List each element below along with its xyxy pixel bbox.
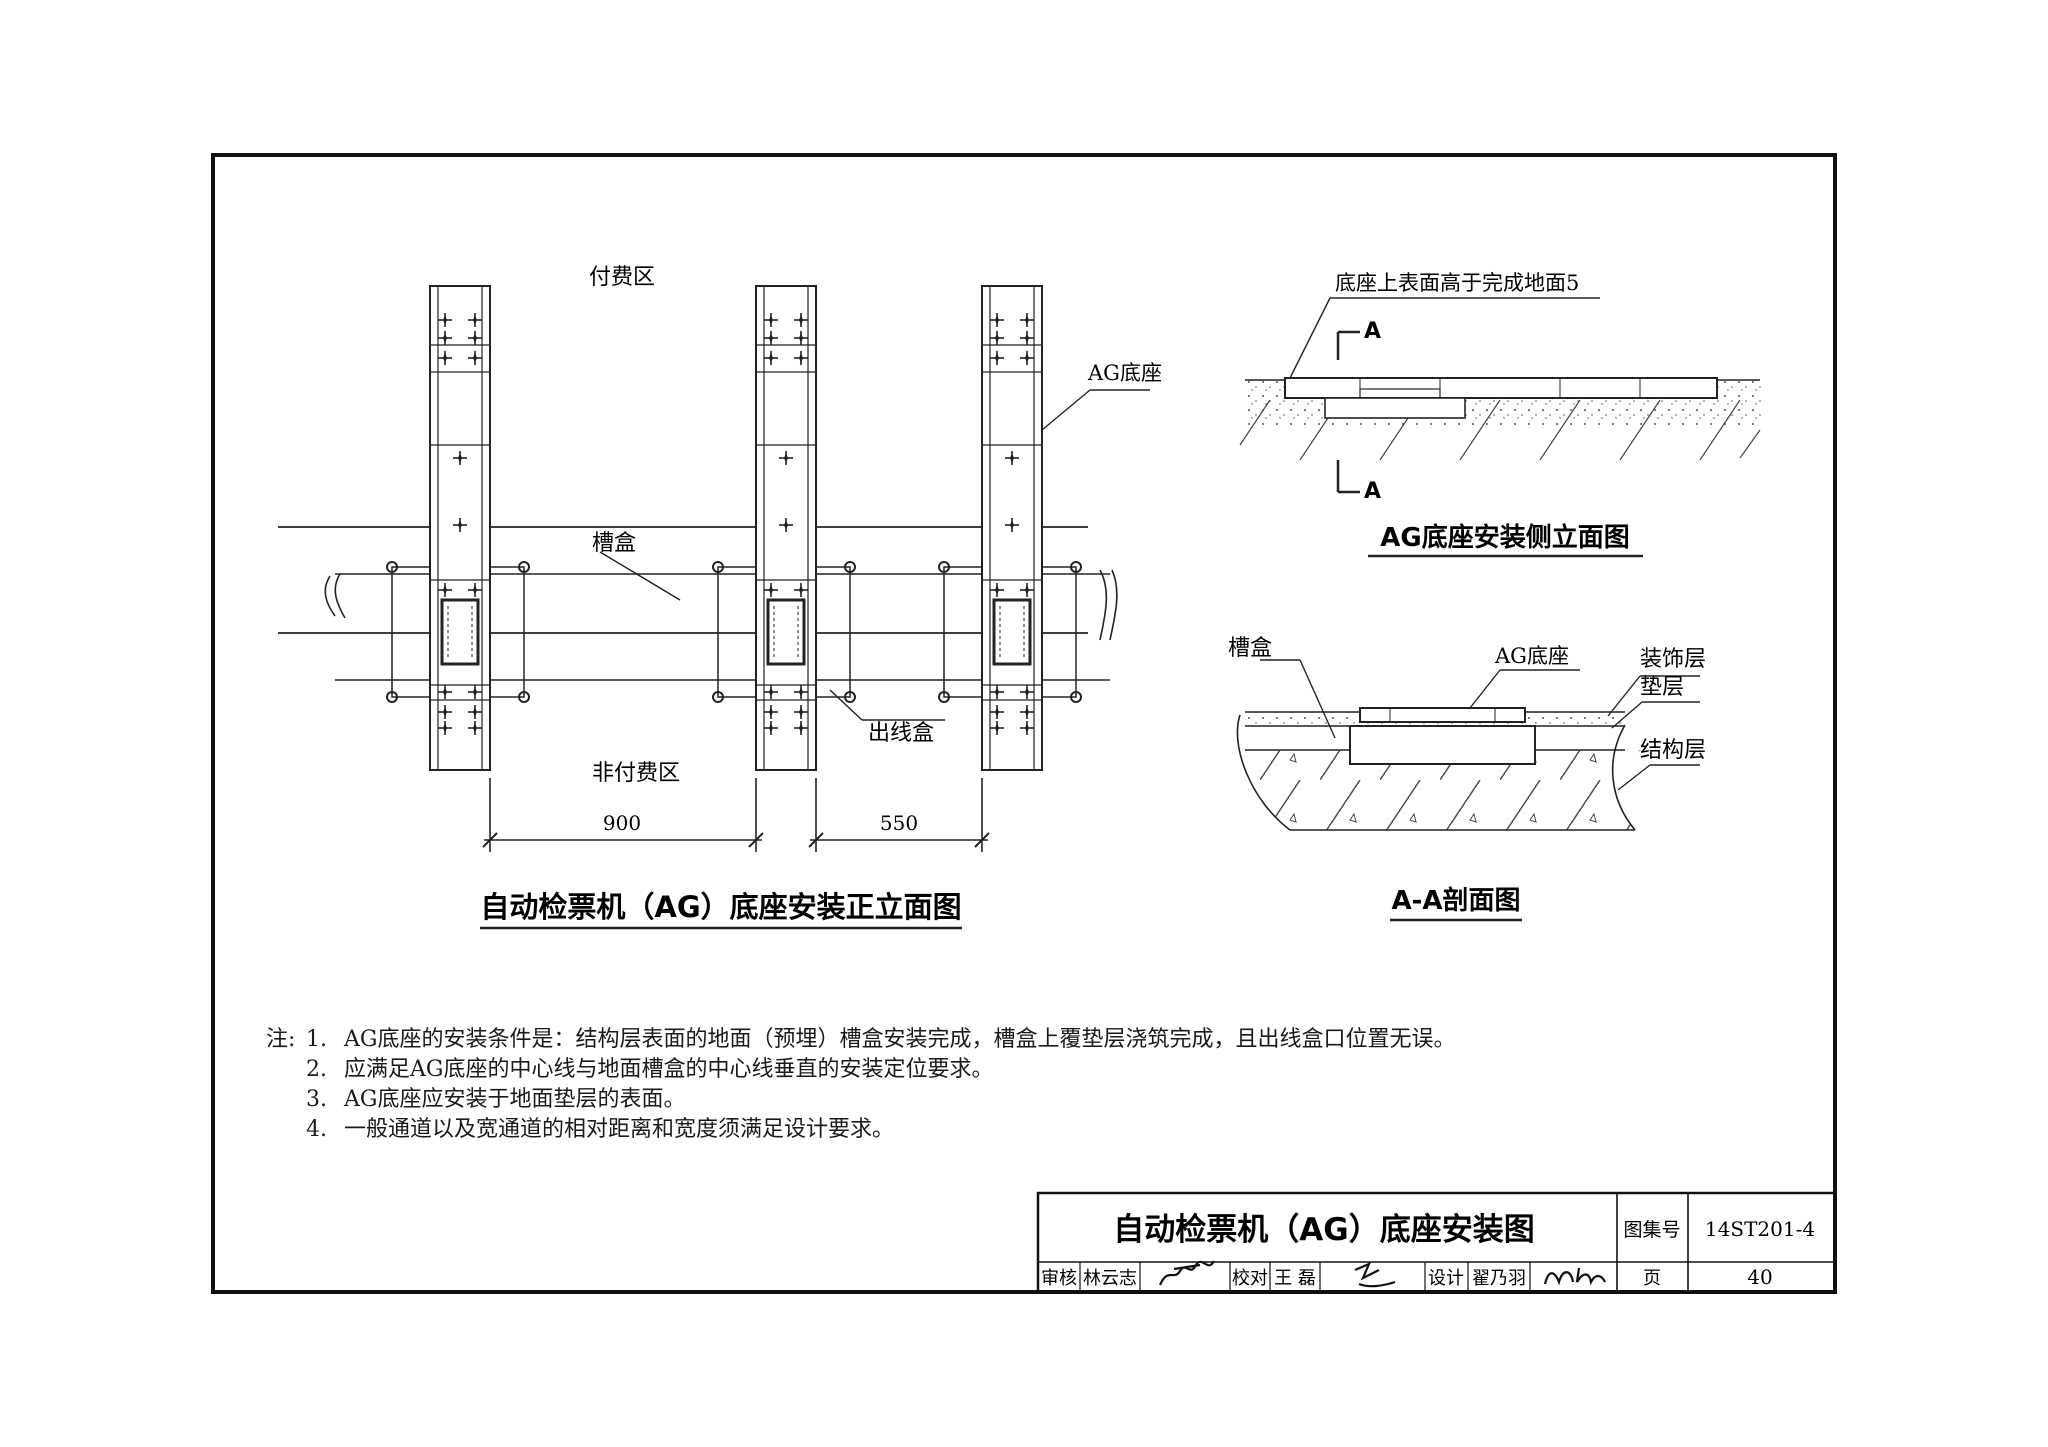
outlet-box-label: 出线盒 [868, 721, 934, 746]
section-trough-label: 槽盒 [1228, 636, 1272, 661]
note-number: 2. [306, 1057, 327, 1082]
dimension-900: 900 [603, 811, 641, 835]
dimension-550: 550 [880, 811, 918, 835]
title-block [1036, 1191, 1837, 1294]
side-elevation: 底座上表面高于完成地面5 A A AG底座安装侧立面图 [1239, 271, 1765, 558]
atlas-number: 14ST201-4 [1705, 1217, 1815, 1241]
note-number: 3. [306, 1087, 327, 1112]
note-item-4: 4. 一般通道以及宽通道的相对距离和宽度须满足设计要求。 [266, 1115, 1455, 1145]
note-text: AG底座应安装于地面垫层的表面。 [344, 1087, 686, 1112]
side-view-note: 底座上表面高于完成地面5 [1335, 271, 1579, 295]
trough-label: 槽盒 [592, 531, 636, 556]
ag-base-label: AG底座 [1087, 361, 1162, 385]
note-item-3: 3. AG底座应安装于地面垫层的表面。 [266, 1085, 1455, 1115]
check-label: 校对 [1232, 1268, 1268, 1289]
checker-signature [1354, 1261, 1396, 1288]
page-label: 页 [1643, 1268, 1661, 1289]
atlas-label: 图集号 [1623, 1219, 1680, 1241]
front-elevation: 付费区 非付费区 AG底座 槽盒 出线盒 900 550 自动检票机（AG）底座… [278, 265, 1162, 930]
review-label: 审核 [1041, 1268, 1077, 1289]
note-text: AG底座的安装条件是：结构层表面的地面（预埋）槽盒安装完成，槽盒上覆垫层浇筑完成… [344, 1027, 1456, 1052]
section-view-title: A-A剖面图 [1391, 885, 1520, 916]
zone-unpaid-label: 非付费区 [592, 761, 680, 786]
zone-paid-label: 付费区 [589, 265, 655, 290]
note-text: 一般通道以及宽通道的相对距离和宽度须满足设计要求。 [344, 1117, 895, 1142]
section-a-a: 槽盒 AG底座 装饰层 垫层 结构层 A-A剖面图 [1228, 636, 1706, 922]
drawing-title: 自动检票机（AG）底座安装图 [1113, 1212, 1534, 1248]
note-text: 应满足AG底座的中心线与地面槽盒的中心线垂直的安装定位要求。 [344, 1057, 994, 1082]
checker-name: 王 磊 [1274, 1268, 1316, 1289]
notes-prefix: 注: [266, 1027, 296, 1052]
finish-layer-label: 装饰层 [1640, 647, 1706, 672]
front-view-title: 自动检票机（AG）底座安装正立面图 [480, 890, 961, 924]
section-ag-base-label: AG底座 [1494, 644, 1569, 668]
reviewer-name: 林云志 [1083, 1268, 1137, 1289]
sheet-frame [211, 153, 1837, 1294]
notes-block: 注: 1. AG底座的安装条件是：结构层表面的地面（预埋）槽盒安装完成，槽盒上覆… [266, 1025, 1455, 1145]
page-number: 40 [1747, 1265, 1772, 1289]
design-label: 设计 [1428, 1268, 1464, 1289]
cushion-layer-label: 垫层 [1640, 675, 1684, 700]
note-number: 1. [306, 1027, 327, 1052]
reviewer-signature [1158, 1260, 1215, 1286]
note-item-2: 2. 应满足AG底座的中心线与地面槽盒的中心线垂直的安装定位要求。 [266, 1055, 1455, 1085]
structure-layer-label: 结构层 [1640, 738, 1706, 763]
side-view-title: AG底座安装侧立面图 [1380, 522, 1629, 553]
note-number: 4. [306, 1117, 327, 1142]
section-mark-bottom: A [1364, 479, 1381, 504]
designer-name: 翟乃羽 [1472, 1268, 1526, 1289]
designer-signature [1543, 1267, 1606, 1286]
section-mark-top: A [1364, 319, 1381, 344]
note-item-1: 注: 1. AG底座的安装条件是：结构层表面的地面（预埋）槽盒安装完成，槽盒上覆… [266, 1025, 1455, 1055]
